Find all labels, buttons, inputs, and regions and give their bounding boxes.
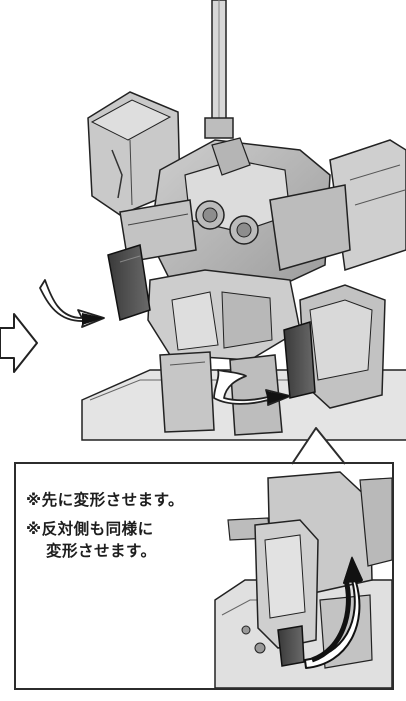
note-other-side-cont: 変形させます。: [46, 542, 157, 560]
robot-waist: [147, 269, 301, 361]
curved-rotate-arrow-icon: [213, 369, 291, 406]
note-other-side: ※反対側も同様に: [26, 520, 154, 538]
note-first-transform: ※先に変形させます。: [26, 491, 185, 509]
callout-pointer: [291, 427, 346, 465]
hollow-right-arrow-icon: [0, 313, 38, 373]
curved-rotate-arrow-icon: [39, 279, 105, 328]
left-arm: [107, 244, 151, 321]
robot-torso: [119, 137, 351, 301]
antenna: [204, 0, 234, 139]
right-arm: [283, 284, 386, 409]
curved-rotate-arrow-icon: [304, 556, 363, 669]
note-callout-box: [14, 462, 394, 690]
